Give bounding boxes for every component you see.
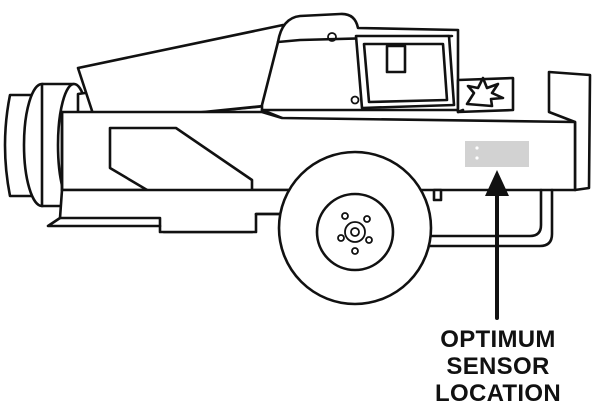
callout-label: OPTIMUM SENSOR LOCATION — [409, 326, 587, 407]
sensor-tubing — [418, 188, 554, 248]
rear-compartment — [456, 76, 515, 114]
spark-icon — [465, 76, 505, 108]
wheel — [277, 150, 433, 306]
tapered-hood — [76, 23, 285, 125]
callout-line-2: SENSOR — [446, 353, 550, 380]
arrow-icon — [485, 170, 509, 320]
sensor-marker — [465, 141, 529, 167]
operator-cab — [260, 12, 460, 120]
callout-line-3: LOCATION — [435, 380, 561, 407]
callout-line-1: OPTIMUM — [440, 326, 556, 353]
